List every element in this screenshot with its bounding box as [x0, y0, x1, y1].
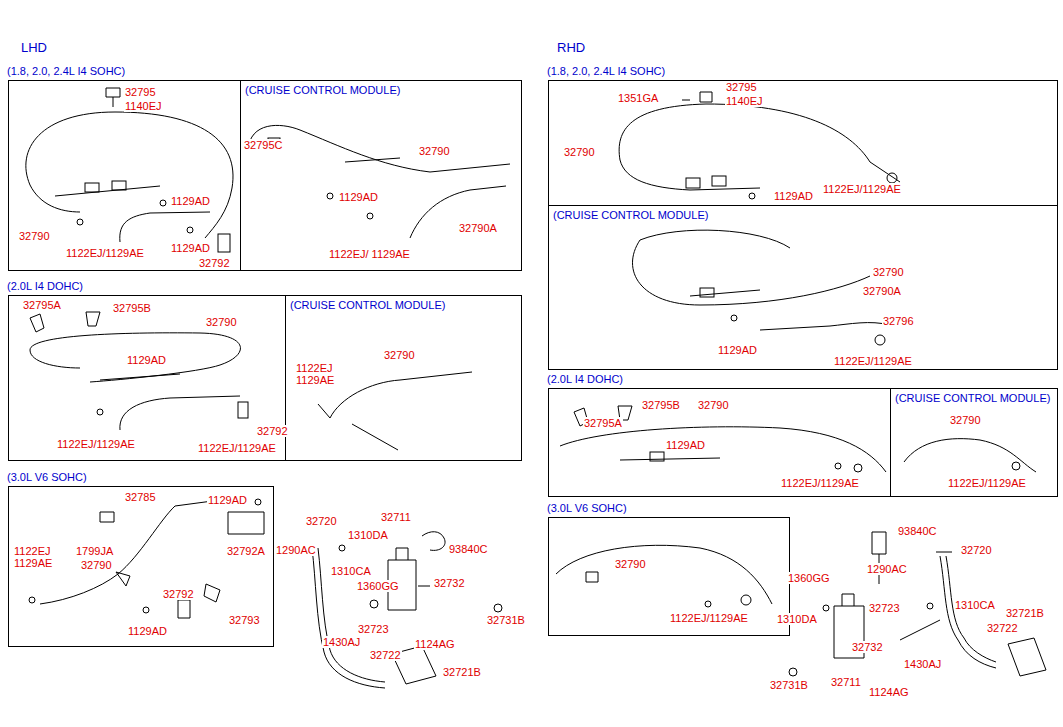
callout-number: 32795	[124, 86, 157, 98]
callout-number: 32720	[305, 515, 338, 527]
callout-number: 32790	[80, 559, 113, 571]
callout-number: 1129AD	[665, 439, 706, 451]
callout-number: 32723	[868, 602, 901, 614]
callout-number: 32732	[433, 577, 466, 589]
callout-number: 1122EJ/1129AE	[822, 183, 902, 195]
callout-number: 32722	[986, 622, 1019, 634]
callout-number: 32796	[882, 315, 915, 327]
section-panel: (CRUISE CONTROL MODULE)	[548, 205, 1058, 370]
callout-number: 1290AC	[866, 563, 908, 575]
callout-number: 32795C	[243, 139, 284, 151]
callout-number: 1129AD	[207, 494, 248, 506]
callout-number: 32721B	[442, 666, 482, 678]
callout-number: 1129AD	[170, 242, 211, 254]
callout-number: 1430AJ	[322, 636, 361, 648]
callout-number: 32795A	[583, 417, 623, 429]
panel-heading: (CRUISE CONTROL MODULE)	[289, 299, 446, 312]
callout-number: 1122EJ/1129AE	[833, 355, 913, 367]
callout-number: 1122EJ/1129AE	[947, 477, 1027, 489]
callout-number: 1129AD	[170, 195, 211, 207]
callout-number: 1129AE	[295, 374, 335, 386]
callout-number: 1122EJ/1129AE	[780, 477, 860, 489]
callout-number: 32795B	[641, 399, 681, 411]
callout-number: 32723	[357, 623, 390, 635]
callout-number: 1799JA	[75, 545, 114, 557]
callout-number: 32722	[369, 649, 402, 661]
side-heading: RHD	[556, 40, 586, 55]
callout-number: 32795B	[112, 302, 152, 314]
callout-number: 1430AJ	[903, 658, 942, 670]
callout-number: 1129AD	[338, 191, 379, 203]
callout-number: 1129AD	[127, 625, 168, 637]
callout-number: 1124AG	[414, 638, 456, 650]
panel-heading: (3.0L V6 SOHC)	[546, 502, 628, 515]
callout-number: 1310DA	[776, 613, 818, 625]
panel-heading: (2.0L I4 DOHC)	[6, 280, 84, 293]
callout-number: 32790A	[458, 222, 498, 234]
panel-heading: (CRUISE CONTROL MODULE)	[552, 209, 709, 222]
callout-number: 93840C	[448, 543, 489, 555]
callout-number: 1129AD	[126, 354, 167, 366]
section-panel: (1.8, 2.0, 2.4L I4 SOHC)(CRUISE CONTROL …	[8, 80, 522, 271]
callout-number: 1129AD	[773, 190, 814, 202]
callout-number: 32720	[960, 544, 993, 556]
callout-number: 1140EJ	[124, 100, 163, 112]
callout-number: 1140EJ	[725, 95, 764, 107]
callout-number: 32790A	[862, 285, 902, 297]
callout-number: 32721B	[1005, 607, 1045, 619]
callout-number: 1290AC	[275, 544, 317, 556]
callout-number: 1122EJ	[13, 545, 52, 557]
callout-number: 1122EJ/1129AE	[65, 247, 145, 259]
callout-number: 1310CA	[330, 565, 372, 577]
callout-number: 32792A	[226, 545, 266, 557]
panel-heading: (1.8, 2.0, 2.4L I4 SOHC)	[546, 65, 666, 78]
callout-number: 32793	[228, 614, 261, 626]
panel-heading: (3.0L V6 SOHC)	[6, 471, 88, 484]
callout-number: 32792	[256, 425, 289, 437]
callout-number: 1122EJ/ 1129AE	[328, 248, 411, 260]
callout-number: 32790	[205, 316, 238, 328]
callout-number: 32711	[830, 676, 862, 688]
callout-number: 1124AG	[868, 686, 910, 698]
callout-number: 1122EJ/1129AE	[56, 438, 136, 450]
panel-heading: (CRUISE CONTROL MODULE)	[894, 392, 1051, 405]
callout-number: 32790	[872, 266, 905, 278]
callout-number: 32711	[380, 511, 412, 523]
callout-number: 32790	[418, 145, 451, 157]
callout-number: 32790	[614, 558, 647, 570]
callout-number: 32731B	[769, 679, 809, 691]
callout-number: 1351GA	[617, 92, 659, 104]
callout-number: 32795A	[22, 299, 62, 311]
section-panel: (CRUISE CONTROL MODULE)	[240, 80, 522, 271]
callout-number: 1122EJ/1129AE	[669, 612, 749, 624]
callout-number: 32785	[124, 491, 157, 503]
callout-number: 1122EJ	[295, 362, 334, 374]
section-panel: (1.8, 2.0, 2.4L I4 SOHC)(CRUISE CONTROL …	[548, 80, 1058, 370]
callout-number: 32732	[851, 641, 884, 653]
callout-number: 32790	[18, 230, 51, 242]
callout-number: 32731B	[486, 614, 526, 626]
callout-number: 1360GG	[356, 580, 400, 592]
callout-number: 1310CA	[954, 599, 996, 611]
callout-number: 32792	[162, 588, 195, 600]
callout-number: 1310DA	[347, 529, 389, 541]
callout-number: 1360GG	[787, 572, 831, 584]
side-heading: LHD	[20, 40, 48, 55]
panel-heading: (CRUISE CONTROL MODULE)	[244, 84, 401, 97]
callout-number: 32795	[725, 81, 758, 93]
callout-number: 32790	[697, 399, 730, 411]
callout-number: 93840C	[897, 525, 938, 537]
panel-heading: (1.8, 2.0, 2.4L I4 SOHC)	[6, 65, 126, 78]
panel-heading: (2.0L I4 DOHC)	[546, 373, 624, 386]
callout-number: 32790	[383, 349, 416, 361]
callout-number: 32790	[949, 414, 982, 426]
callout-number: 1129AD	[717, 344, 758, 356]
callout-number: 32790	[563, 146, 596, 158]
callout-number: 32792	[198, 257, 231, 269]
callout-number: 1122EJ/1129AE	[197, 442, 277, 454]
callout-number: 1129AE	[13, 557, 53, 569]
